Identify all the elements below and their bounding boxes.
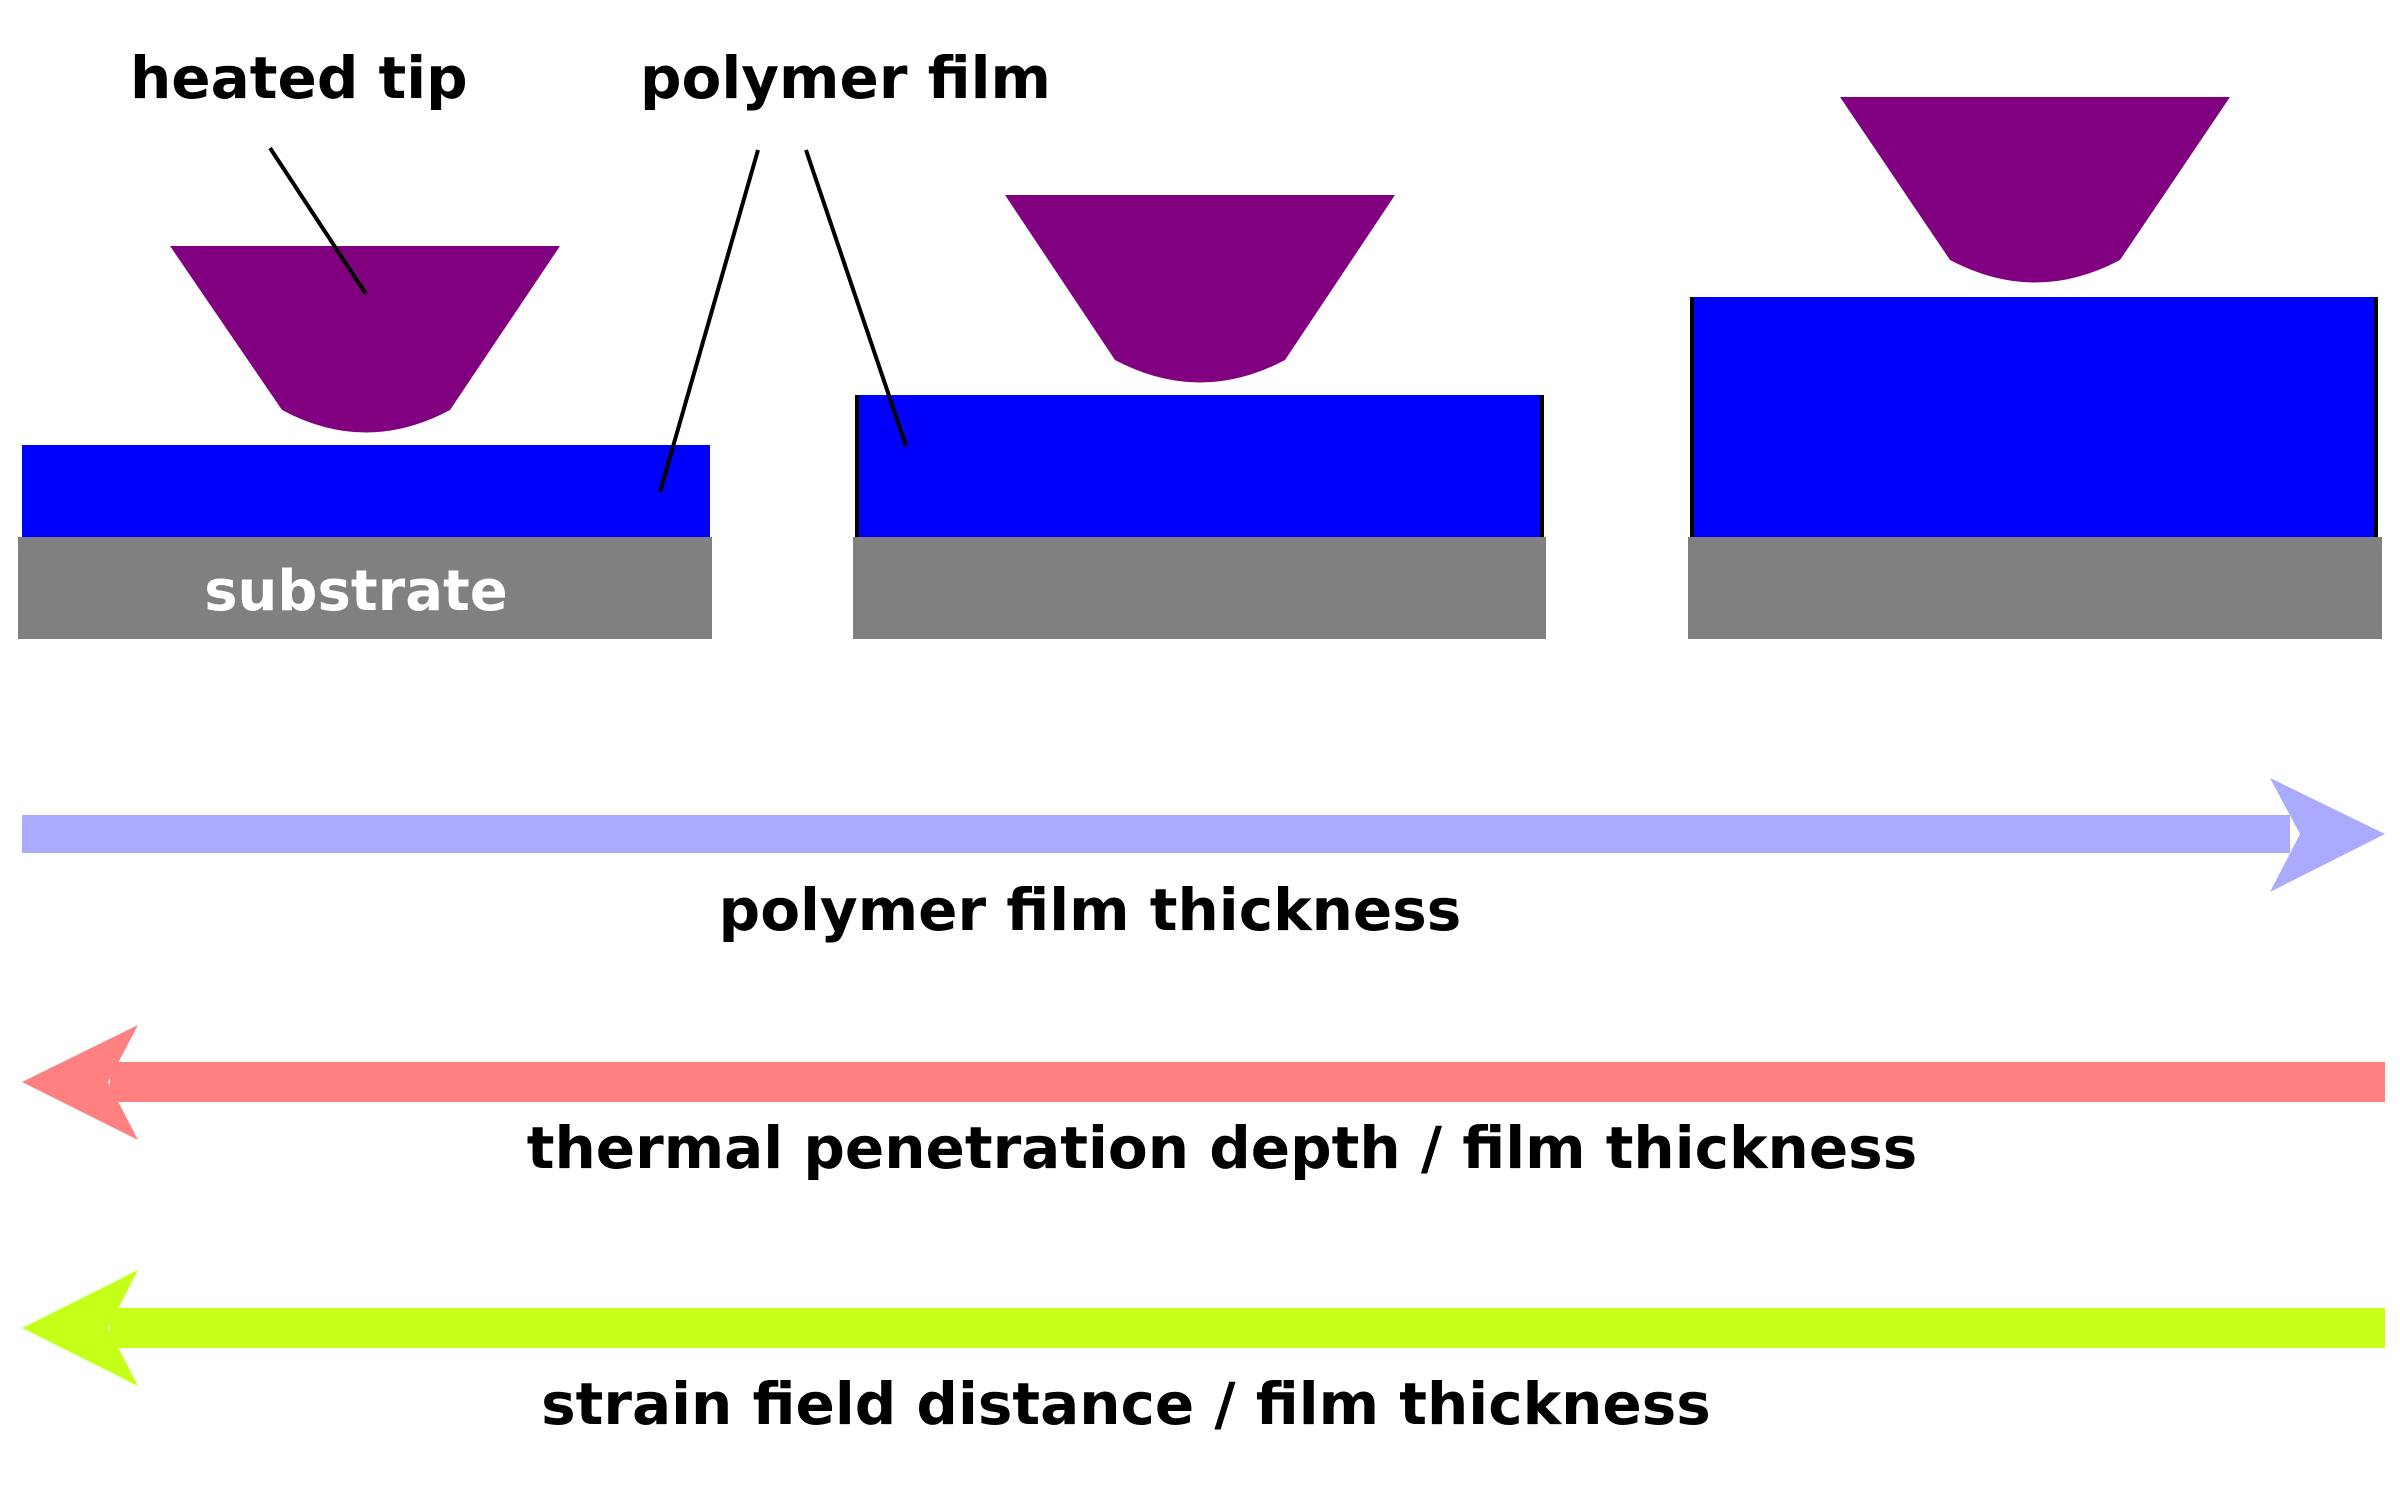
panel-medium-film bbox=[853, 195, 1546, 639]
polymer-film-leader-2 bbox=[804, 149, 908, 447]
polymer-film-leader-1 bbox=[658, 149, 760, 493]
polymer-film-label: polymer film bbox=[640, 44, 1051, 112]
heat-zone bbox=[960, 395, 1440, 535]
heat-zone bbox=[1795, 297, 2275, 437]
arrow-film-thickness: polymer film thickness bbox=[22, 778, 2385, 944]
heated-tip-leader bbox=[268, 146, 368, 296]
arrow-film-thickness-label: polymer film thickness bbox=[719, 876, 1462, 944]
arrow-strain-field: strain field distance / film thickness bbox=[22, 1270, 2385, 1438]
arrow-right-head bbox=[2270, 778, 2385, 892]
panel-thick-film bbox=[1688, 97, 2382, 639]
arrow-left-head bbox=[22, 1270, 138, 1386]
panel-thin-film: substrate bbox=[18, 246, 712, 639]
substrate-layer bbox=[853, 537, 1546, 639]
arrow-shaft bbox=[110, 1062, 2385, 1102]
substrate-label: substrate bbox=[204, 559, 508, 624]
arrow-thermal-penetration: thermal penetration depth / film thickne… bbox=[22, 1025, 2385, 1182]
substrate-layer bbox=[1688, 537, 2382, 639]
heated-tip-label: heated tip bbox=[130, 44, 468, 112]
arrow-left-head bbox=[22, 1025, 138, 1140]
arrow-shaft bbox=[110, 1308, 2385, 1348]
heated-tip-icon bbox=[1005, 195, 1395, 383]
arrow-strain-field-label: strain field distance / film thickness bbox=[541, 1370, 1711, 1438]
arrow-shaft bbox=[22, 815, 2290, 853]
heated-tip-icon bbox=[170, 246, 560, 433]
heated-tip-icon bbox=[1840, 97, 2230, 283]
arrow-thermal-penetration-label: thermal penetration depth / film thickne… bbox=[527, 1114, 1917, 1182]
substrate-layer bbox=[18, 537, 712, 639]
heat-zone bbox=[126, 445, 606, 537]
